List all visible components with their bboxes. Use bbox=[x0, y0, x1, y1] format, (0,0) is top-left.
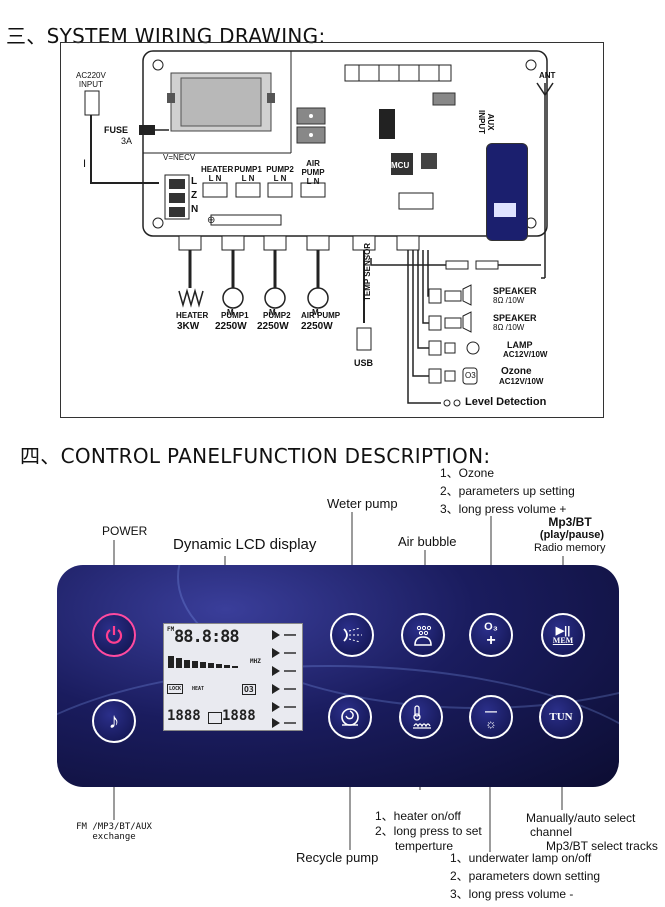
ozone-icon: O₃ bbox=[484, 620, 498, 633]
ozone-up-button[interactable]: O₃ + bbox=[469, 613, 513, 657]
radio-memory-label: Radio memory bbox=[534, 542, 606, 554]
lcd-o3: O3 bbox=[242, 684, 256, 695]
power-label: POWER bbox=[102, 524, 148, 538]
air-bubble-label: Air bubble bbox=[398, 534, 457, 549]
water-pump-button[interactable] bbox=[330, 613, 374, 657]
ozone-symbol: O3 bbox=[465, 371, 476, 380]
usb-label: USB bbox=[354, 358, 374, 368]
heater-description: 1、heater on/off 2、long press to set temp… bbox=[375, 809, 482, 853]
speaker2-label: SPEAKER bbox=[493, 313, 537, 323]
pump1-label: PUMP1 bbox=[221, 311, 249, 320]
level-detection-label: Level Detection bbox=[465, 396, 547, 408]
plus-icon: + bbox=[486, 631, 496, 649]
section1-heading: 三、SYSTEM WIRING DRAWING: bbox=[6, 24, 326, 48]
motor-symbol-2: M bbox=[269, 308, 276, 317]
ac-input-label: AC220V INPUT bbox=[76, 71, 106, 89]
lcd-bottom-left-digits: 1888 bbox=[167, 708, 201, 724]
tun-description: Manually/auto select channel Mp3/BT sele… bbox=[526, 811, 658, 853]
mp3-bt-label: Mp3/BT bbox=[548, 515, 592, 529]
fm-exchange-label: FM /MP3/BT/AUX exchange bbox=[76, 822, 152, 842]
output-heater-label: HEATER L N bbox=[201, 165, 234, 183]
heater-button[interactable] bbox=[399, 695, 443, 739]
airpump-power: 2250W bbox=[301, 321, 333, 332]
control-panel: ♪ FM 88.8:88 MHZ LOCK HEAT O3 1888 1888 bbox=[57, 565, 619, 787]
minus-icon: — bbox=[485, 703, 497, 718]
remote-control-screen bbox=[494, 203, 516, 217]
play-memory-button[interactable]: ▶|| MEM bbox=[541, 613, 585, 657]
lamp-down-button[interactable]: — ☼ bbox=[469, 695, 513, 739]
lcd-image-icon bbox=[208, 712, 222, 724]
air-bubble-button[interactable] bbox=[401, 613, 445, 657]
music-note-icon: ♪ bbox=[108, 708, 120, 733]
pump1-power: 2250W bbox=[215, 321, 247, 332]
lcd-level-bars bbox=[168, 656, 238, 668]
lamp-spec: AC12V/10W bbox=[503, 350, 548, 359]
water-pump-label: Weter pump bbox=[327, 496, 398, 511]
output-pump2-label: PUMP2 L N bbox=[266, 165, 294, 183]
terminal-label: V=NECV bbox=[163, 153, 196, 162]
lcd-heat: HEAT bbox=[192, 686, 205, 692]
lamp-icon: ☼ bbox=[485, 715, 497, 731]
air-bubble-icon bbox=[414, 625, 432, 646]
pump2-label: PUMP2 bbox=[263, 311, 291, 320]
l-mark: L bbox=[191, 176, 198, 187]
wiring-drawing-svg bbox=[84, 50, 554, 407]
n-mark: N bbox=[191, 204, 199, 215]
lcd-side-indicators bbox=[272, 630, 296, 728]
speaker1-label: SPEAKER bbox=[493, 286, 537, 296]
music-mode-button[interactable]: ♪ bbox=[92, 699, 136, 743]
lcd-lock: LOCK bbox=[167, 684, 184, 694]
recycle-pump-button[interactable] bbox=[328, 695, 372, 739]
power-icon bbox=[105, 626, 123, 644]
z-mark: Z bbox=[191, 190, 198, 201]
mem-label: MEM bbox=[552, 635, 574, 645]
output-airpump-label: AIR PUMP L N bbox=[301, 159, 325, 186]
tun-button[interactable]: TUN bbox=[539, 695, 583, 739]
lcd-display-label: Dynamic LCD display bbox=[173, 536, 317, 553]
lcd-bottom-right-digits: 1888 bbox=[222, 708, 256, 724]
section2-heading: 四、CONTROL PANELFUNCTION DESCRIPTION: bbox=[20, 444, 491, 468]
wiring-diagram: AC220V INPUT FUSE 3A I V=NECV L Z N ⊕ HE… bbox=[60, 42, 604, 418]
power-button[interactable] bbox=[92, 613, 136, 657]
ant-label: ANT bbox=[539, 71, 556, 80]
heater-label: HEATER bbox=[176, 311, 209, 320]
mcu-label: MCU bbox=[391, 161, 410, 170]
lamp-label: LAMP bbox=[507, 340, 533, 350]
lcd-frequency: 88.8:88 bbox=[174, 627, 240, 647]
airpump-label: AIR PUMP bbox=[301, 311, 341, 320]
remote-control-graphic bbox=[486, 143, 528, 241]
fuse-rating: 3A bbox=[121, 136, 133, 146]
heater-power: 3KW bbox=[177, 321, 200, 332]
lamp-description: 1、underwater lamp on/off 2、parameters do… bbox=[450, 851, 601, 901]
side-mark: I bbox=[83, 158, 87, 170]
lcd-mhz: MHZ bbox=[250, 658, 261, 665]
water-pump-icon bbox=[343, 627, 362, 643]
heater-icon bbox=[413, 705, 431, 729]
speaker2-spec: 8Ω /10W bbox=[493, 323, 525, 332]
lcd-fm: FM bbox=[167, 626, 175, 633]
tun-label: TUN bbox=[549, 711, 573, 723]
lcd-display: FM 88.8:88 MHZ LOCK HEAT O3 1888 1888 bbox=[163, 623, 303, 731]
play-pause-icon: ▶|| bbox=[555, 624, 571, 637]
motor-symbol-1: M bbox=[227, 308, 234, 317]
ozone-description: 1、Ozone 2、parameters up setting 3、long p… bbox=[440, 466, 575, 516]
recycle-pump-label: Recycle pump bbox=[296, 850, 379, 865]
output-pump1-label: PUMP1 L N bbox=[234, 165, 262, 183]
ozone-spec: AC12V/10W bbox=[499, 377, 544, 386]
pump2-power: 2250W bbox=[257, 321, 289, 332]
ozone-label: Ozone bbox=[501, 366, 532, 377]
recycle-pump-icon bbox=[341, 708, 359, 726]
fuse-label: FUSE bbox=[104, 125, 129, 135]
motor-symbol-3: M bbox=[312, 308, 319, 317]
mp3-play-pause-label: (play/pause) bbox=[539, 529, 605, 541]
pe-mark: ⊕ bbox=[207, 215, 216, 226]
speaker1-spec: 8Ω /10W bbox=[493, 296, 525, 305]
